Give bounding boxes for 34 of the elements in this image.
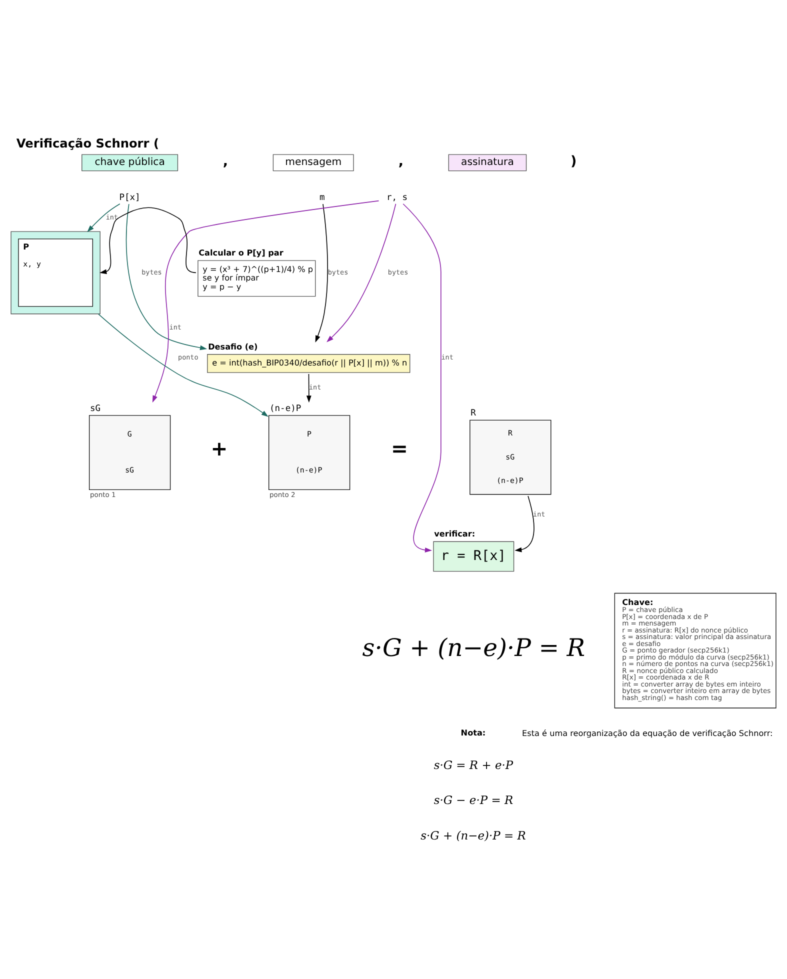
arrow	[126, 203, 208, 350]
node-text: r, s	[386, 192, 408, 203]
arrow	[98, 313, 268, 416]
label: s·G + (n−e)·P = R	[362, 632, 586, 662]
arrow	[152, 200, 380, 402]
node-box: chave pública	[82, 154, 178, 171]
arrow	[402, 202, 442, 552]
node-box: mensagem	[272, 154, 354, 171]
node-label: verificar:	[434, 528, 476, 538]
node-label: R	[470, 408, 476, 418]
node-text: m	[319, 192, 325, 203]
node-label: (n-e)P	[269, 403, 302, 414]
arrow	[315, 203, 328, 342]
node-label: Desafio (e)	[208, 340, 258, 351]
arrow	[326, 202, 396, 342]
label: Nota:	[460, 726, 486, 737]
label: s·G = R + e·P	[434, 758, 514, 772]
label: ,	[398, 152, 404, 169]
diagram-title: Verificação Schnorr (	[16, 136, 160, 150]
label: )	[570, 152, 577, 169]
arrow	[87, 203, 120, 232]
node-text: P[x]	[119, 192, 140, 203]
node-label: Calcular o P[y] par	[198, 247, 284, 258]
node-label: sG	[90, 403, 101, 414]
node-box: assinatura	[448, 154, 527, 171]
label: s·G + (n−e)·P = R	[420, 828, 526, 842]
label: ,	[222, 152, 228, 169]
label: s·G − e·P = R	[434, 792, 514, 807]
label: +	[210, 436, 228, 460]
arrow	[100, 206, 196, 274]
label: =	[390, 436, 408, 460]
arrow	[306, 373, 312, 402]
label: Esta é uma reorganização da equação de verificação Schnorr:	[522, 728, 773, 738]
arrow	[514, 495, 534, 552]
